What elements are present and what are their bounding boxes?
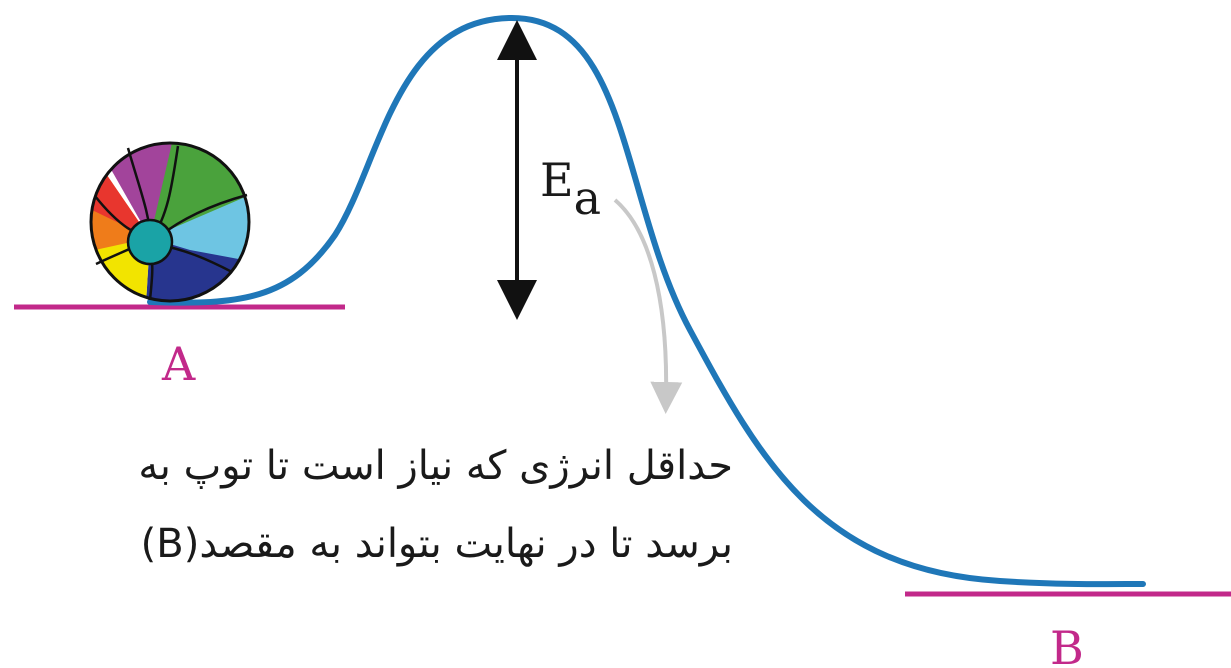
activation-energy-main: E (540, 153, 574, 207)
ball-icon (85, 130, 260, 320)
caption-line-2: برسد تا در نهایت بتواند به مقصد(B) (0, 520, 733, 568)
pointer-arrow (615, 200, 666, 398)
energy-curve (150, 18, 1143, 584)
state-b-label: B (1050, 621, 1084, 668)
caption-line-1: حداقل انرژی که نیاز است تا توپ به (0, 442, 733, 490)
activation-energy-label: Ea (540, 153, 601, 225)
activation-energy-sub: a (574, 171, 601, 225)
state-a-label: A (161, 337, 196, 391)
